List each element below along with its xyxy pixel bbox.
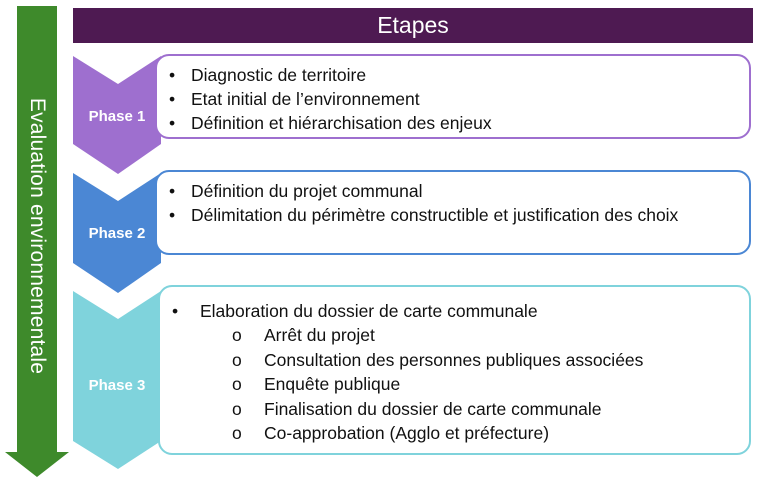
phase-3-sublist: o Arrêt du projet o Consultation des per… [160, 323, 749, 446]
phase-1-label: Phase 1 [88, 108, 146, 125]
phase-1-chevron [73, 56, 161, 174]
sub-list-item-text: Co-approbation (Agglo et préfecture) [264, 423, 550, 443]
phase-2-list: Définition du projet communal Délimitati… [157, 179, 709, 227]
circle-bullet-icon: o [232, 349, 242, 370]
evaluation-environnementale-label: Evaluation environnementale [26, 97, 49, 375]
sub-list-item-text: Consultation des personnes publiques ass… [264, 349, 644, 370]
phase-2-label: Phase 2 [88, 225, 146, 242]
phase-1-list: Diagnostic de territoire Etat initial de… [157, 63, 749, 135]
list-item: Définition et hiérarchisation des enjeux [157, 111, 749, 135]
sub-list-item: o Enquête publique [160, 372, 749, 397]
list-item: Elaboration du dossier de carte communal… [160, 299, 749, 323]
sub-list-item-text: Enquête publique [264, 374, 401, 394]
sub-list-item: o Consultation des personnes publiques a… [160, 348, 749, 373]
list-item: Etat initial de l’environnement [157, 87, 749, 111]
list-item: Délimitation du périmètre constructible … [157, 203, 709, 227]
green-down-arrow [5, 6, 69, 477]
sub-list-item-text: Finalisation du dossier de carte communa… [264, 398, 602, 419]
phase-3-list: Elaboration du dossier de carte communal… [160, 299, 749, 323]
phase-3-label: Phase 3 [88, 377, 146, 394]
list-item: Définition du projet communal [157, 179, 709, 203]
etapes-header: Etapes [73, 8, 753, 43]
phase-3-box: Elaboration du dossier de carte communal… [158, 285, 751, 455]
list-item: Diagnostic de territoire [157, 63, 749, 87]
sub-list-item: o Finalisation du dossier de carte commu… [160, 397, 749, 422]
phase-3-chevron [73, 291, 161, 469]
phase-1-box: Diagnostic de territoire Etat initial de… [155, 54, 751, 139]
list-item-text: Elaboration du dossier de carte communal… [200, 301, 538, 321]
etapes-title: Etapes [377, 12, 449, 38]
circle-bullet-icon: o [232, 423, 242, 443]
phase-2-chevron [73, 173, 161, 293]
phase-2-box: Définition du projet communal Délimitati… [155, 170, 751, 255]
sub-list-item-text: Arrêt du projet [264, 325, 375, 345]
circle-bullet-icon: o [232, 325, 242, 345]
circle-bullet-icon: o [232, 398, 242, 419]
sub-list-item: o Arrêt du projet [160, 323, 749, 348]
sub-list-item: o Co-approbation (Agglo et préfecture) [160, 421, 749, 446]
circle-bullet-icon: o [232, 374, 242, 394]
